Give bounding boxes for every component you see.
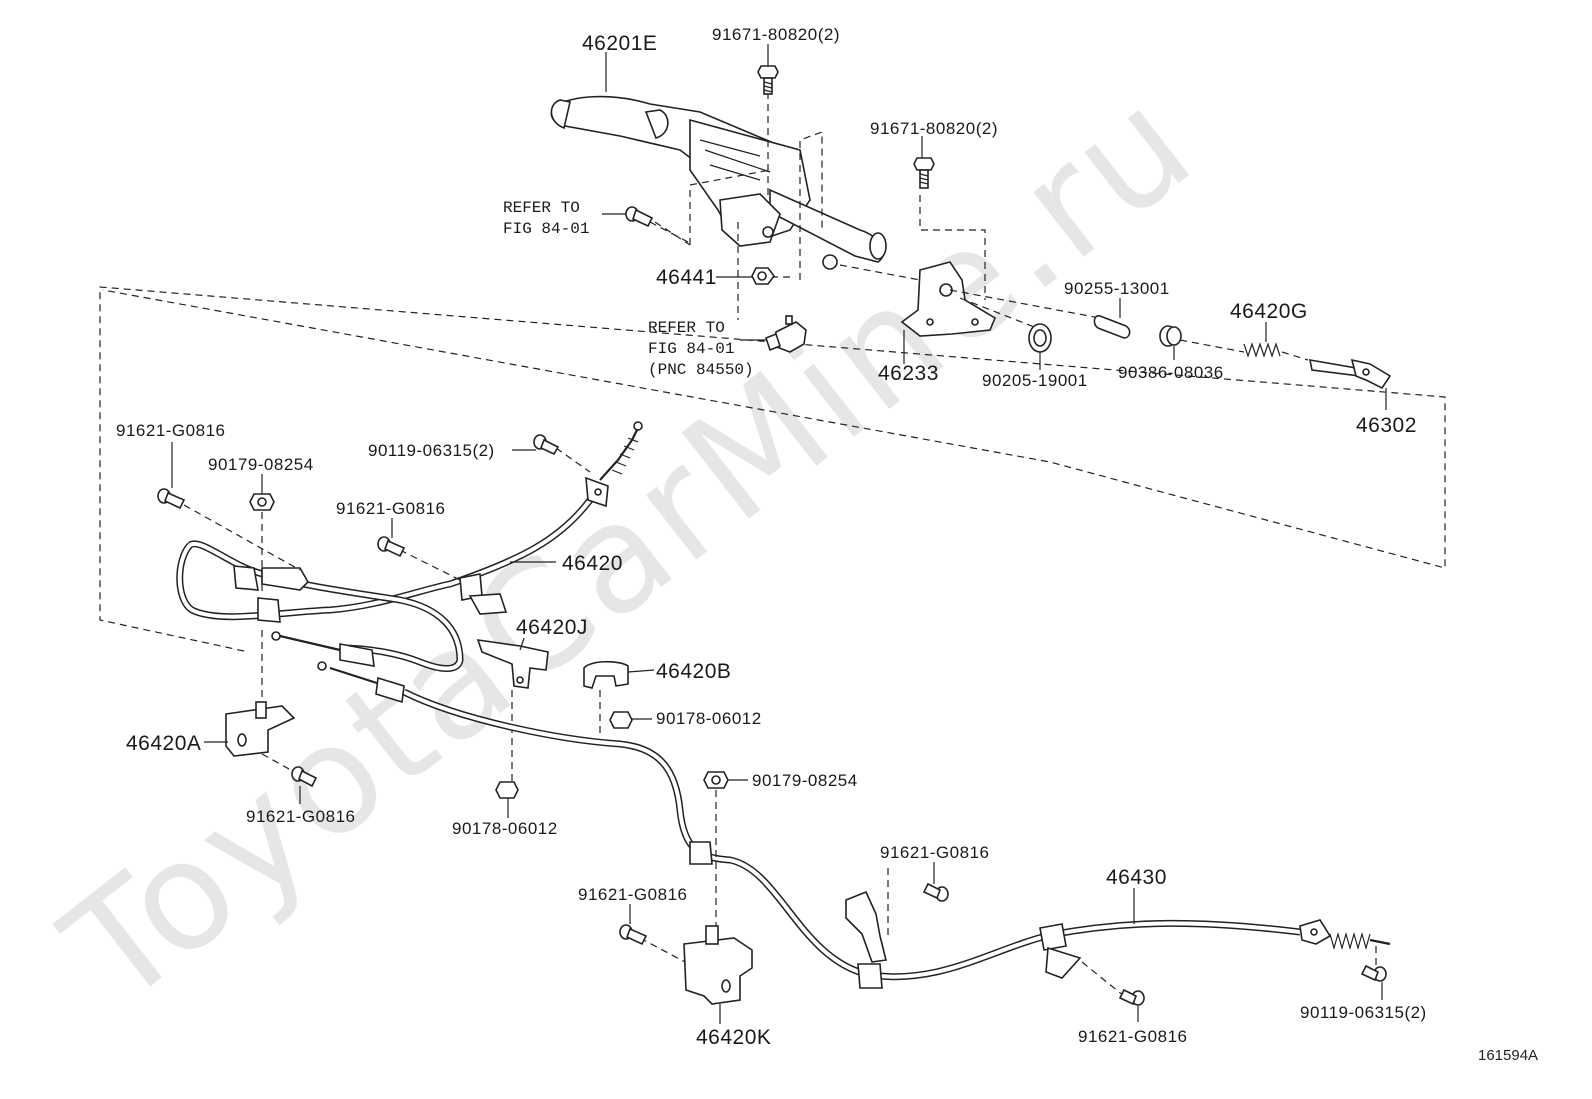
- spring-46420G: [1243, 342, 1281, 358]
- bolt-91621-G0816-a: [157, 488, 186, 510]
- rod-46302: [1308, 358, 1392, 390]
- cable-46430: [317, 661, 1391, 989]
- label-91621-G0816-f: 91621-G0816: [1078, 1027, 1187, 1046]
- nut-90178-06012-a: [609, 711, 633, 729]
- bolt-91621-G0816-f: [1118, 988, 1145, 1006]
- washer-90205-19001: [1028, 323, 1052, 353]
- label-46302: 46302: [1356, 414, 1417, 437]
- clip-46420B: [583, 660, 629, 689]
- bracket-46420A: [225, 701, 296, 757]
- bolt-refer-fig-84-01: [625, 206, 654, 228]
- pin-90255-13001: [1093, 314, 1131, 339]
- assembly-outline: [99, 286, 1446, 652]
- label-90179-08254-a: 90179-08254: [208, 455, 314, 474]
- bolt-91621-G0816-e: [619, 924, 648, 946]
- nut-46441: [751, 267, 775, 285]
- label-46441: 46441: [656, 266, 717, 289]
- label-91671-80820-top: 91671-80820(2): [712, 25, 840, 44]
- bolt-90119-06315-a: [533, 434, 560, 456]
- label-90386-08036: 90386-08036: [1118, 363, 1224, 382]
- bolt-91671-80820-a: [757, 65, 779, 95]
- label-46420K: 46420K: [696, 1026, 771, 1049]
- label-46420B: 46420B: [656, 660, 731, 683]
- bracket-46420K: [683, 925, 753, 1005]
- label-91621-G0816-d: 91621-G0816: [880, 843, 989, 862]
- label-pnc-84550: (PNC 84550): [648, 361, 754, 379]
- nut-90178-06012-b: [495, 781, 519, 799]
- label-fig-84-01-1: FIG 84-01: [503, 220, 589, 238]
- cable-46420: [176, 421, 643, 672]
- label-90119-06315-b: 90119-06315(2): [1300, 1003, 1427, 1022]
- label-91621-G0816-a: 91621-G0816: [116, 421, 225, 440]
- label-91621-G0816-b: 91621-G0816: [336, 499, 445, 518]
- switch-pnc-84550: [765, 315, 807, 353]
- nut-90179-08254-a: [249, 493, 275, 511]
- nut-90179-08254-b: [703, 771, 729, 789]
- label-90119-06315-a: 90119-06315(2): [368, 441, 495, 460]
- label-46420J: 46420J: [516, 616, 588, 639]
- label-90178-06012-a: 90178-06012: [656, 709, 762, 728]
- clip-90386-08036: [1159, 325, 1182, 347]
- label-fig-84-01-2: FIG 84-01: [648, 340, 734, 358]
- label-90205-19001: 90205-19001: [982, 371, 1088, 390]
- label-46201E: 46201E: [582, 32, 657, 55]
- label-refer-to-2: REFER TO: [648, 319, 725, 337]
- label-46430: 46430: [1106, 866, 1167, 889]
- bolt-90119-06315-b: [1360, 964, 1387, 982]
- leader-lines: [171, 44, 1387, 1024]
- label-91621-G0816-e: 91621-G0816: [578, 885, 687, 904]
- bolt-91621-G0816-d: [922, 882, 949, 902]
- label-90255-13001: 90255-13001: [1064, 279, 1170, 298]
- figure-code: 161594A: [1478, 1047, 1538, 1064]
- label-46420: 46420: [562, 552, 623, 575]
- bolt-91621-G0816-b: [377, 536, 406, 558]
- label-90178-06012-b: 90178-06012: [452, 819, 558, 838]
- label-46420A: 46420A: [126, 732, 201, 755]
- label-91671-80820-right: 91671-80820(2): [870, 119, 998, 138]
- parking-brake-lever-assembly: [550, 95, 887, 270]
- bolt-91621-G0816-c: [291, 766, 318, 788]
- label-46233: 46233: [878, 362, 939, 385]
- bracket-46420J: [476, 639, 549, 689]
- label-90179-08254-b: 90179-08254: [752, 771, 858, 790]
- label-91621-G0816-c: 91621-G0816: [246, 807, 355, 826]
- label-46420G: 46420G: [1230, 300, 1308, 323]
- label-refer-to-1: REFER TO: [503, 199, 580, 217]
- bolt-91671-80820-b: [913, 157, 935, 189]
